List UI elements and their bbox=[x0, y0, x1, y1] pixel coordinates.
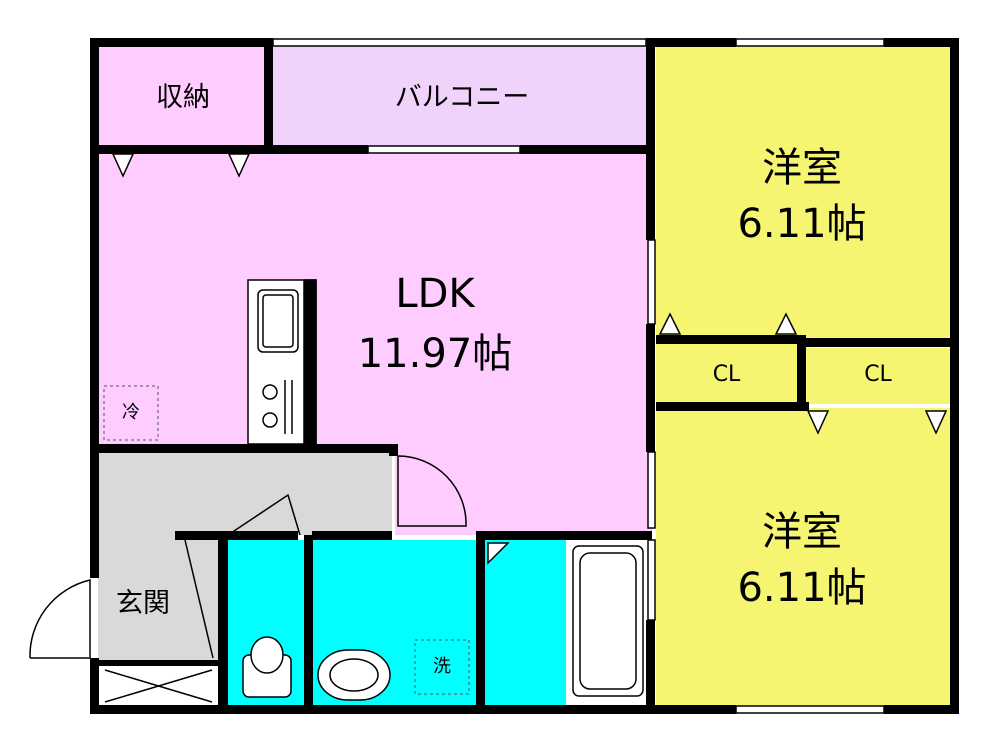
washbasin bbox=[317, 649, 391, 701]
shoe-box-area bbox=[98, 664, 218, 706]
windows bbox=[272, 38, 885, 714]
storage-area bbox=[98, 46, 268, 148]
toilet bbox=[242, 636, 292, 698]
balcony-label: バルコニー bbox=[394, 82, 530, 113]
western-room-2-size: 6.11帖 bbox=[737, 565, 867, 611]
western-room-2-area bbox=[656, 408, 950, 706]
fridge-symbol: 冷 bbox=[122, 402, 140, 423]
hall-area bbox=[98, 453, 392, 535]
closet-1-label: CL bbox=[712, 362, 741, 387]
washer-symbol: 洗 bbox=[433, 656, 451, 677]
western-room-1-area bbox=[656, 46, 950, 338]
balcony-area bbox=[272, 46, 652, 148]
ldk-label: LDK bbox=[395, 271, 475, 317]
closet-2-area bbox=[805, 348, 950, 404]
kitchen-counter bbox=[247, 279, 317, 445]
western-room-2-label: 洋室 bbox=[762, 509, 842, 555]
storage-label: 収納 bbox=[156, 82, 210, 113]
entrance-label: 玄関 bbox=[116, 588, 170, 619]
western-room-1-label: 洋室 bbox=[762, 145, 842, 191]
western-room-1-size: 6.11帖 bbox=[737, 201, 867, 247]
ldk-area-lower bbox=[395, 447, 652, 535]
interior-walls bbox=[98, 46, 951, 706]
closet-1-area bbox=[656, 342, 801, 404]
symbol-boxes bbox=[103, 385, 470, 695]
ldk-size: 11.97帖 bbox=[357, 331, 513, 377]
closet-markers bbox=[111, 153, 948, 565]
door-swings bbox=[29, 455, 467, 659]
ldk-area bbox=[98, 152, 652, 447]
outer-walls bbox=[90, 38, 959, 714]
bathtub bbox=[572, 545, 644, 697]
bath-anteroom-area bbox=[481, 540, 566, 706]
shoe-box bbox=[104, 539, 214, 703]
closet-2-label: CL bbox=[864, 362, 892, 387]
